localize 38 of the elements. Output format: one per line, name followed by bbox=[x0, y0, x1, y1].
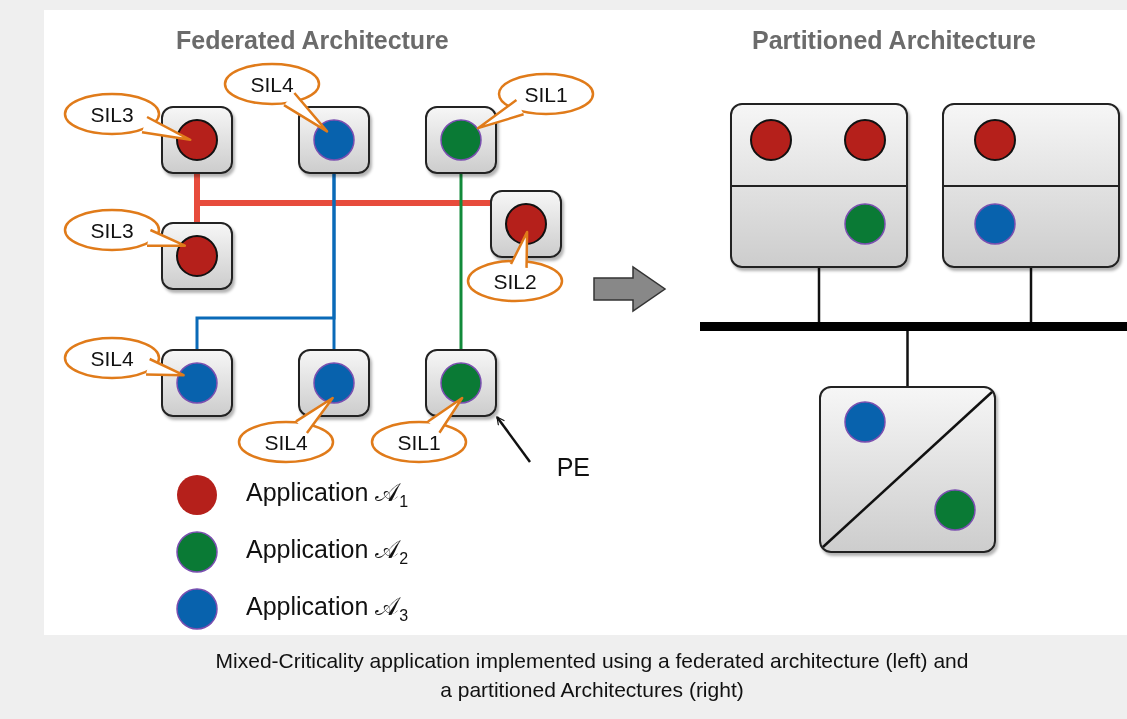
connector-line bbox=[817, 268, 821, 322]
section-title: Partitioned Architecture bbox=[752, 26, 1036, 55]
speech-bubble bbox=[467, 260, 563, 302]
sil-label: SIL3 bbox=[90, 103, 134, 125]
connector-line bbox=[459, 174, 463, 349]
speech-bubble bbox=[64, 93, 160, 135]
sil-label: SIL1 bbox=[524, 83, 568, 105]
connector-line bbox=[1029, 268, 1033, 322]
bus-bar bbox=[700, 322, 1127, 331]
sil-label: SIL4 bbox=[90, 347, 134, 369]
partitioned-processor-box bbox=[819, 386, 996, 553]
caption: Mixed-Criticality application implemented using a federated architecture (left) and a partitioned Architectures (right) bbox=[214, 648, 970, 703]
pe-label: PE bbox=[528, 450, 590, 484]
processing-element-box bbox=[161, 349, 233, 417]
partitioned-processor-box bbox=[730, 103, 908, 268]
processing-element-box bbox=[425, 349, 497, 417]
sil-label: SIL4 bbox=[250, 73, 294, 95]
legend-label: Application 𝒜$_{1}$ bbox=[246, 477, 409, 512]
processing-element-box bbox=[490, 190, 562, 258]
sil-label: SIL1 bbox=[397, 431, 441, 453]
sil-label: SIL3 bbox=[90, 219, 134, 241]
sil-label: SIL4 bbox=[264, 431, 308, 453]
connector-line bbox=[906, 331, 909, 386]
processing-element-box bbox=[161, 106, 233, 174]
connector-line bbox=[195, 174, 336, 349]
arrow bbox=[496, 416, 531, 463]
sil-label: SIL2 bbox=[493, 270, 537, 292]
speech-bubble bbox=[64, 209, 160, 251]
legend-label: Application 𝒜$_{3}$ bbox=[246, 591, 409, 626]
connector-line bbox=[194, 174, 490, 206]
speech-bubble bbox=[64, 337, 160, 379]
processing-element-box bbox=[298, 106, 370, 174]
processing-element-box bbox=[298, 349, 370, 417]
processing-element-box bbox=[161, 222, 233, 290]
section-title: Federated Architecture bbox=[176, 26, 449, 55]
partitioned-processor-box bbox=[942, 103, 1120, 268]
legend-label: Application 𝒜$_{2}$ bbox=[246, 534, 409, 569]
processing-element-box bbox=[425, 106, 497, 174]
